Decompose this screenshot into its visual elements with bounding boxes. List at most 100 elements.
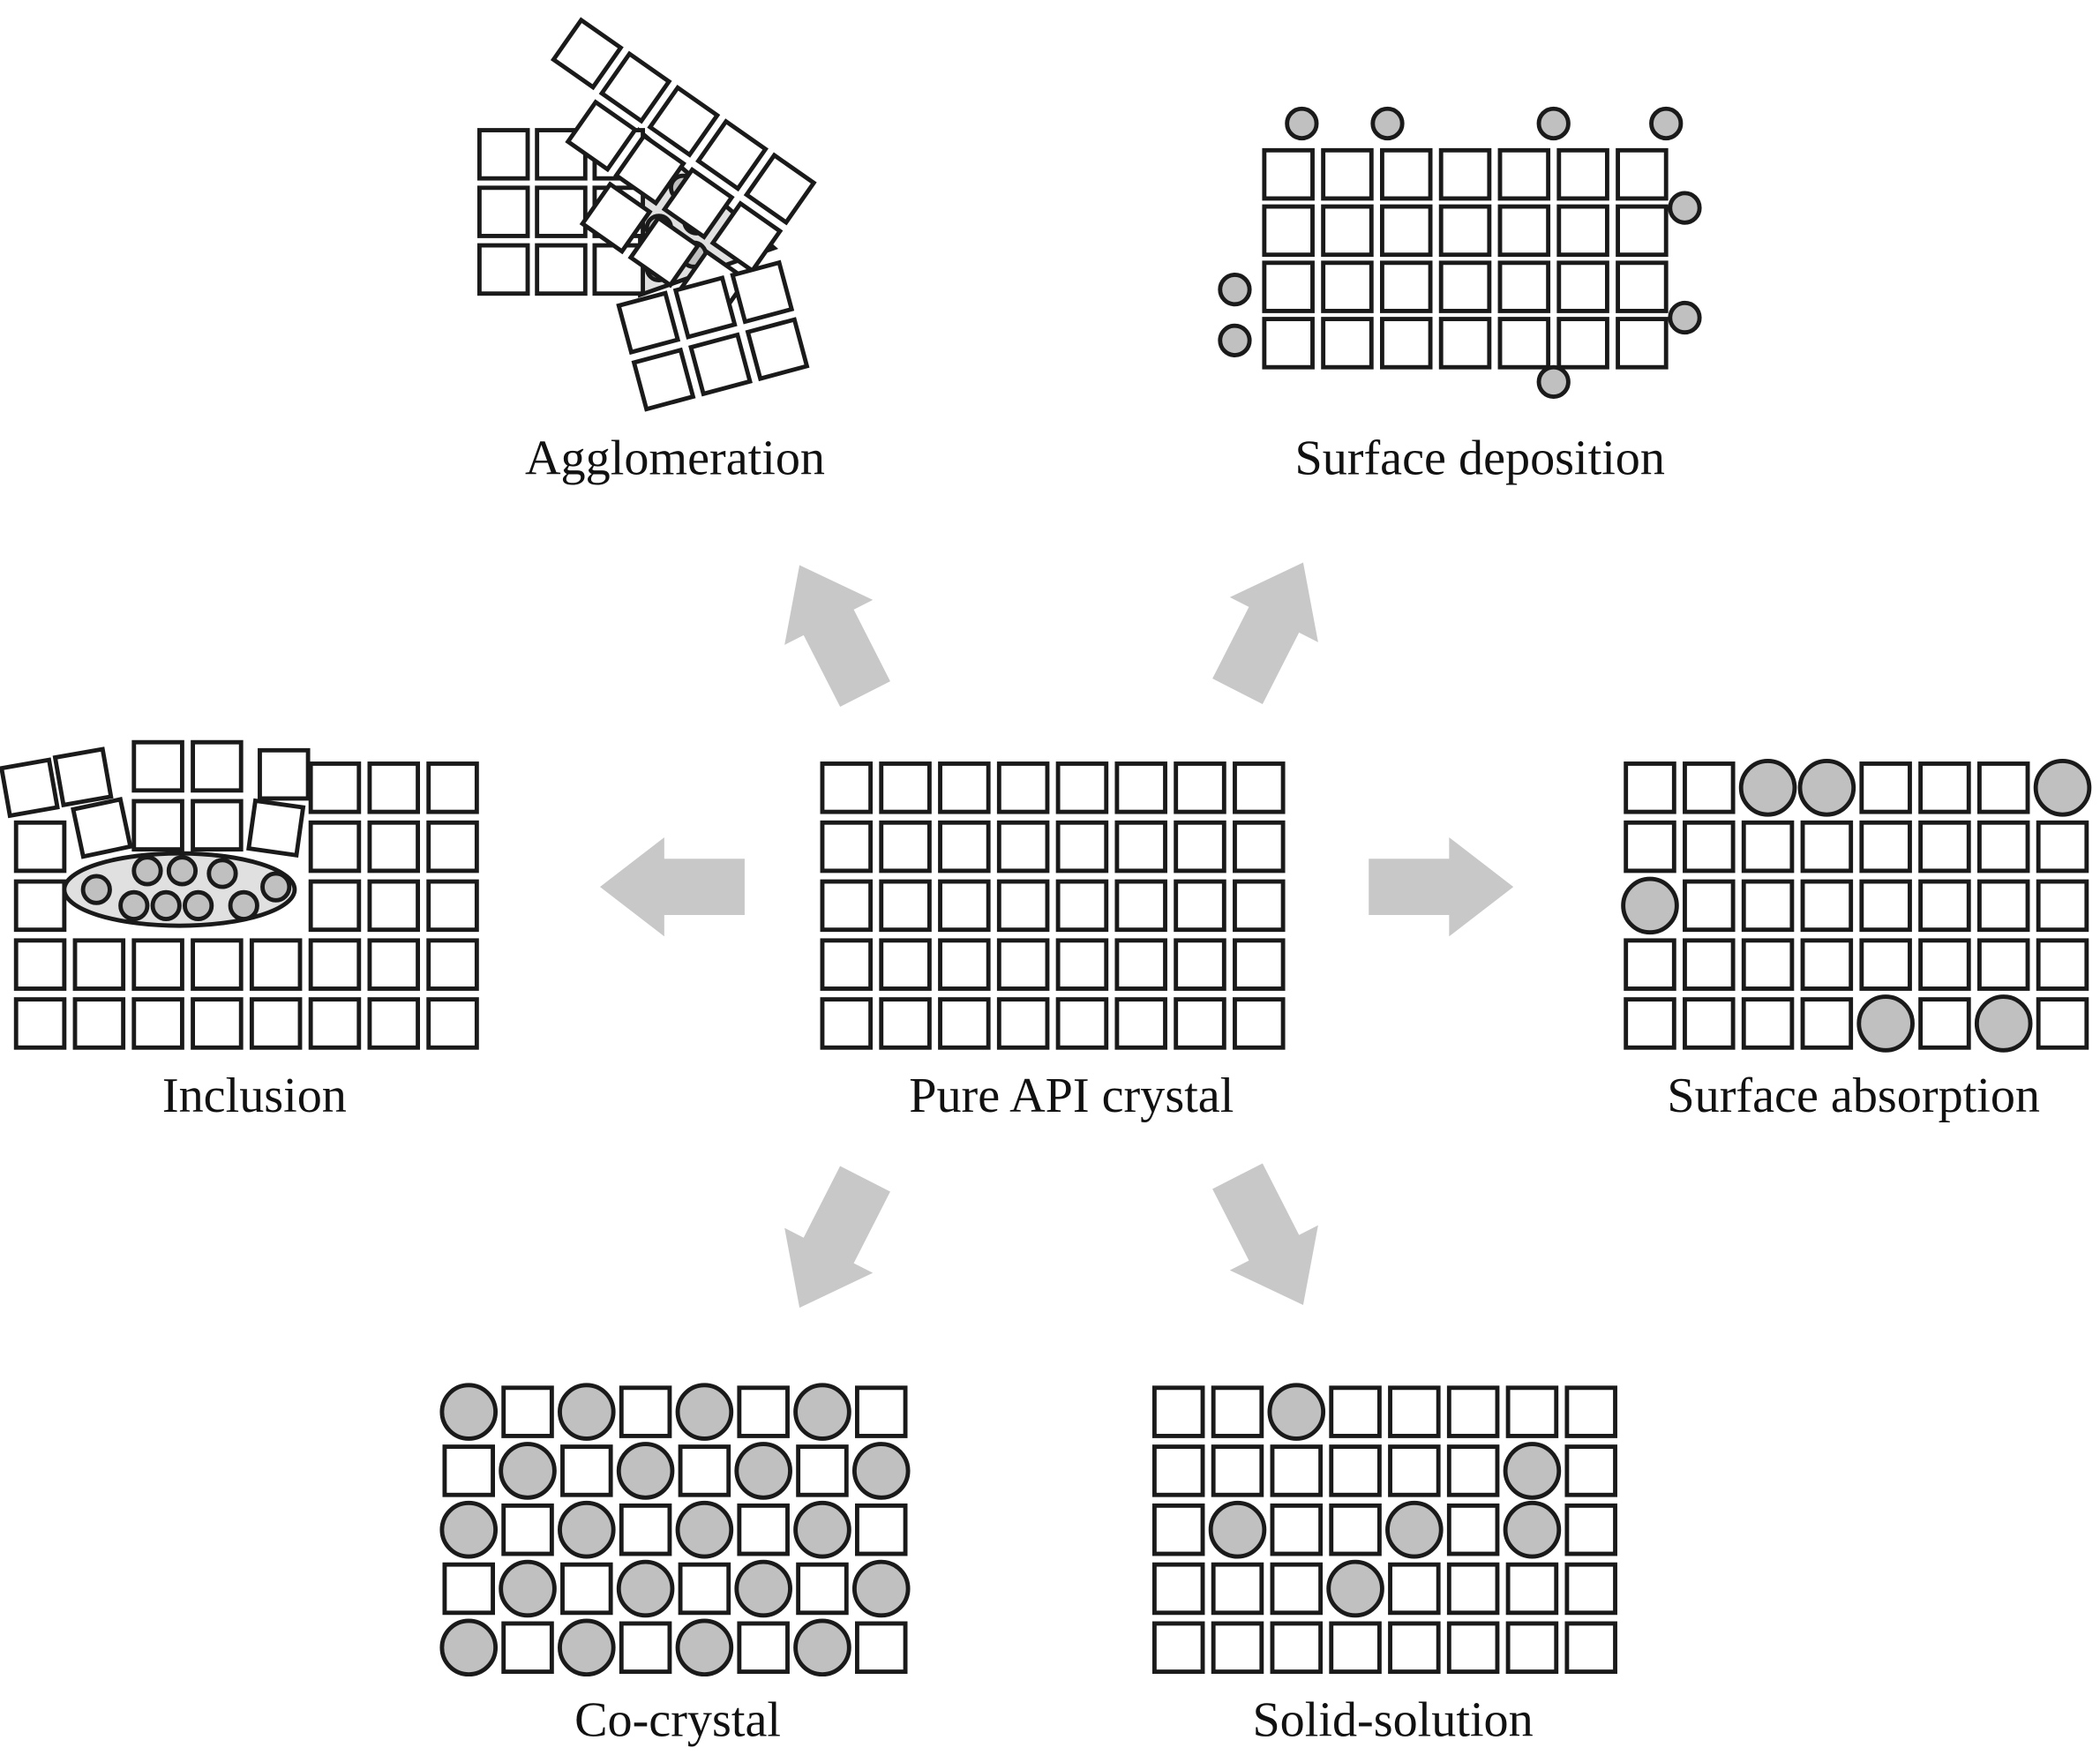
host-molecule-square [13,820,67,874]
guest-molecule-circle [1370,106,1405,141]
host-molecule-square [938,879,991,933]
host-molecule-square [1505,1562,1559,1616]
guest-molecule-circle [1326,1559,1384,1618]
host-molecule-square [1683,997,1736,1050]
guest-molecule-circle [675,1618,734,1677]
host-molecule-square [1497,317,1551,370]
host-molecule-square [191,799,244,852]
guest-molecule-circle [1536,364,1571,400]
guest-molecule-circle [439,1618,499,1677]
host-molecule-square [796,1444,849,1497]
host-molecule-square [996,879,1050,933]
guest-molecule-circle [734,1559,792,1618]
host-molecule-square [1055,879,1109,933]
host-molecule-square [476,243,530,296]
host-molecule-square [1446,1562,1500,1616]
host-molecule-square [1114,938,1167,991]
host-molecule-square [661,166,735,240]
host-molecule-square [2036,997,2089,1050]
host-molecule-square [737,1503,790,1556]
label-co-crystal: Co-crystal [574,1692,781,1747]
guest-molecule-circle [793,1383,851,1441]
host-molecule-square [1918,879,1971,933]
host-molecule-square [672,274,738,340]
host-molecule-square [688,332,753,397]
host-molecule-square [1151,1444,1205,1497]
host-molecule-square [1918,761,1971,814]
host-molecule-square [1211,1444,1264,1497]
arrow-to-surface-absorption [1369,836,1514,937]
host-molecule-square [426,997,479,1050]
host-molecule-square [1380,147,1433,201]
guest-molecule-circle [734,1442,792,1500]
host-molecule-square [820,938,874,991]
guest-molecule-circle [439,1500,499,1559]
host-molecule-square [1976,820,2030,874]
guest-molecule-circle [616,1442,675,1500]
guest-molecule-circle [439,1383,499,1441]
host-molecule-square [619,1621,672,1675]
host-molecule-square [1616,204,1669,258]
host-molecule-square [1329,1503,1382,1556]
host-molecule-square [501,1503,554,1556]
grid-surface-absorption [1621,759,2092,1053]
host-molecule-square [1114,820,1167,874]
host-molecule-square [1616,260,1669,313]
host-molecule-square [426,820,479,874]
guest-molecule-circle [183,889,214,921]
host-molecule-square [131,938,184,991]
host-molecule-square [1388,1444,1441,1497]
host-molecule-square [1270,1444,1324,1497]
guest-molecule-circle [228,889,259,921]
guest-molecule-circle [131,855,163,887]
arrows [600,562,1514,1309]
host-molecule-square [616,290,681,356]
host-molecule-square [501,1385,554,1438]
host-molecule-square [879,997,932,1050]
host-molecule-square [709,200,784,274]
guest-molecule-circle [1668,300,1702,335]
host-molecule-square [1233,938,1286,991]
host-molecule-square [1800,820,1854,874]
host-molecule-square [535,243,588,296]
host-molecule-square [1446,1621,1500,1675]
host-molecule-square [0,757,60,819]
host-molecule-square [1624,938,1676,991]
host-molecule-square [1321,317,1374,370]
host-molecule-square [1114,997,1167,1050]
host-molecule-square [72,997,126,1050]
host-molecule-square [2036,938,2089,991]
host-molecule-square [996,938,1050,991]
host-molecule-square [426,879,479,933]
host-molecule-square [1055,997,1109,1050]
host-molecule-square [1151,1503,1205,1556]
guest-molecule-circle [558,1618,616,1677]
host-molecule-square [938,820,991,874]
guest-molecule-circle [1218,323,1252,357]
label-solid-solution: Solid-solution [1252,1692,1533,1747]
host-molecule-square [308,938,362,991]
host-molecule-square [1556,260,1609,313]
host-molecule-square [1556,147,1609,201]
host-molecule-square [631,347,696,412]
label-agglomeration: Agglomeration [525,431,825,486]
host-molecule-square [191,739,244,793]
host-molecule-square [1683,879,1736,933]
host-molecule-square [996,820,1050,874]
guest-molecule-circle [2033,759,2092,817]
host-molecule-square [535,185,588,238]
label-inclusion: Inclusion [162,1069,347,1123]
host-molecule-square [1859,879,1912,933]
host-molecule-square [1233,761,1286,814]
guest-molecule-circle [616,1559,675,1618]
host-molecule-square [1616,147,1669,201]
host-molecule-square [1505,1385,1559,1438]
host-molecule-square [1233,820,1286,874]
host-molecule-square [1262,317,1315,370]
host-molecule-square [1329,1385,1382,1438]
host-molecule-square [1976,761,2030,814]
crystal-grids [0,17,2092,1677]
guest-molecule-circle [1621,876,1679,935]
host-molecule-square [619,1385,672,1438]
